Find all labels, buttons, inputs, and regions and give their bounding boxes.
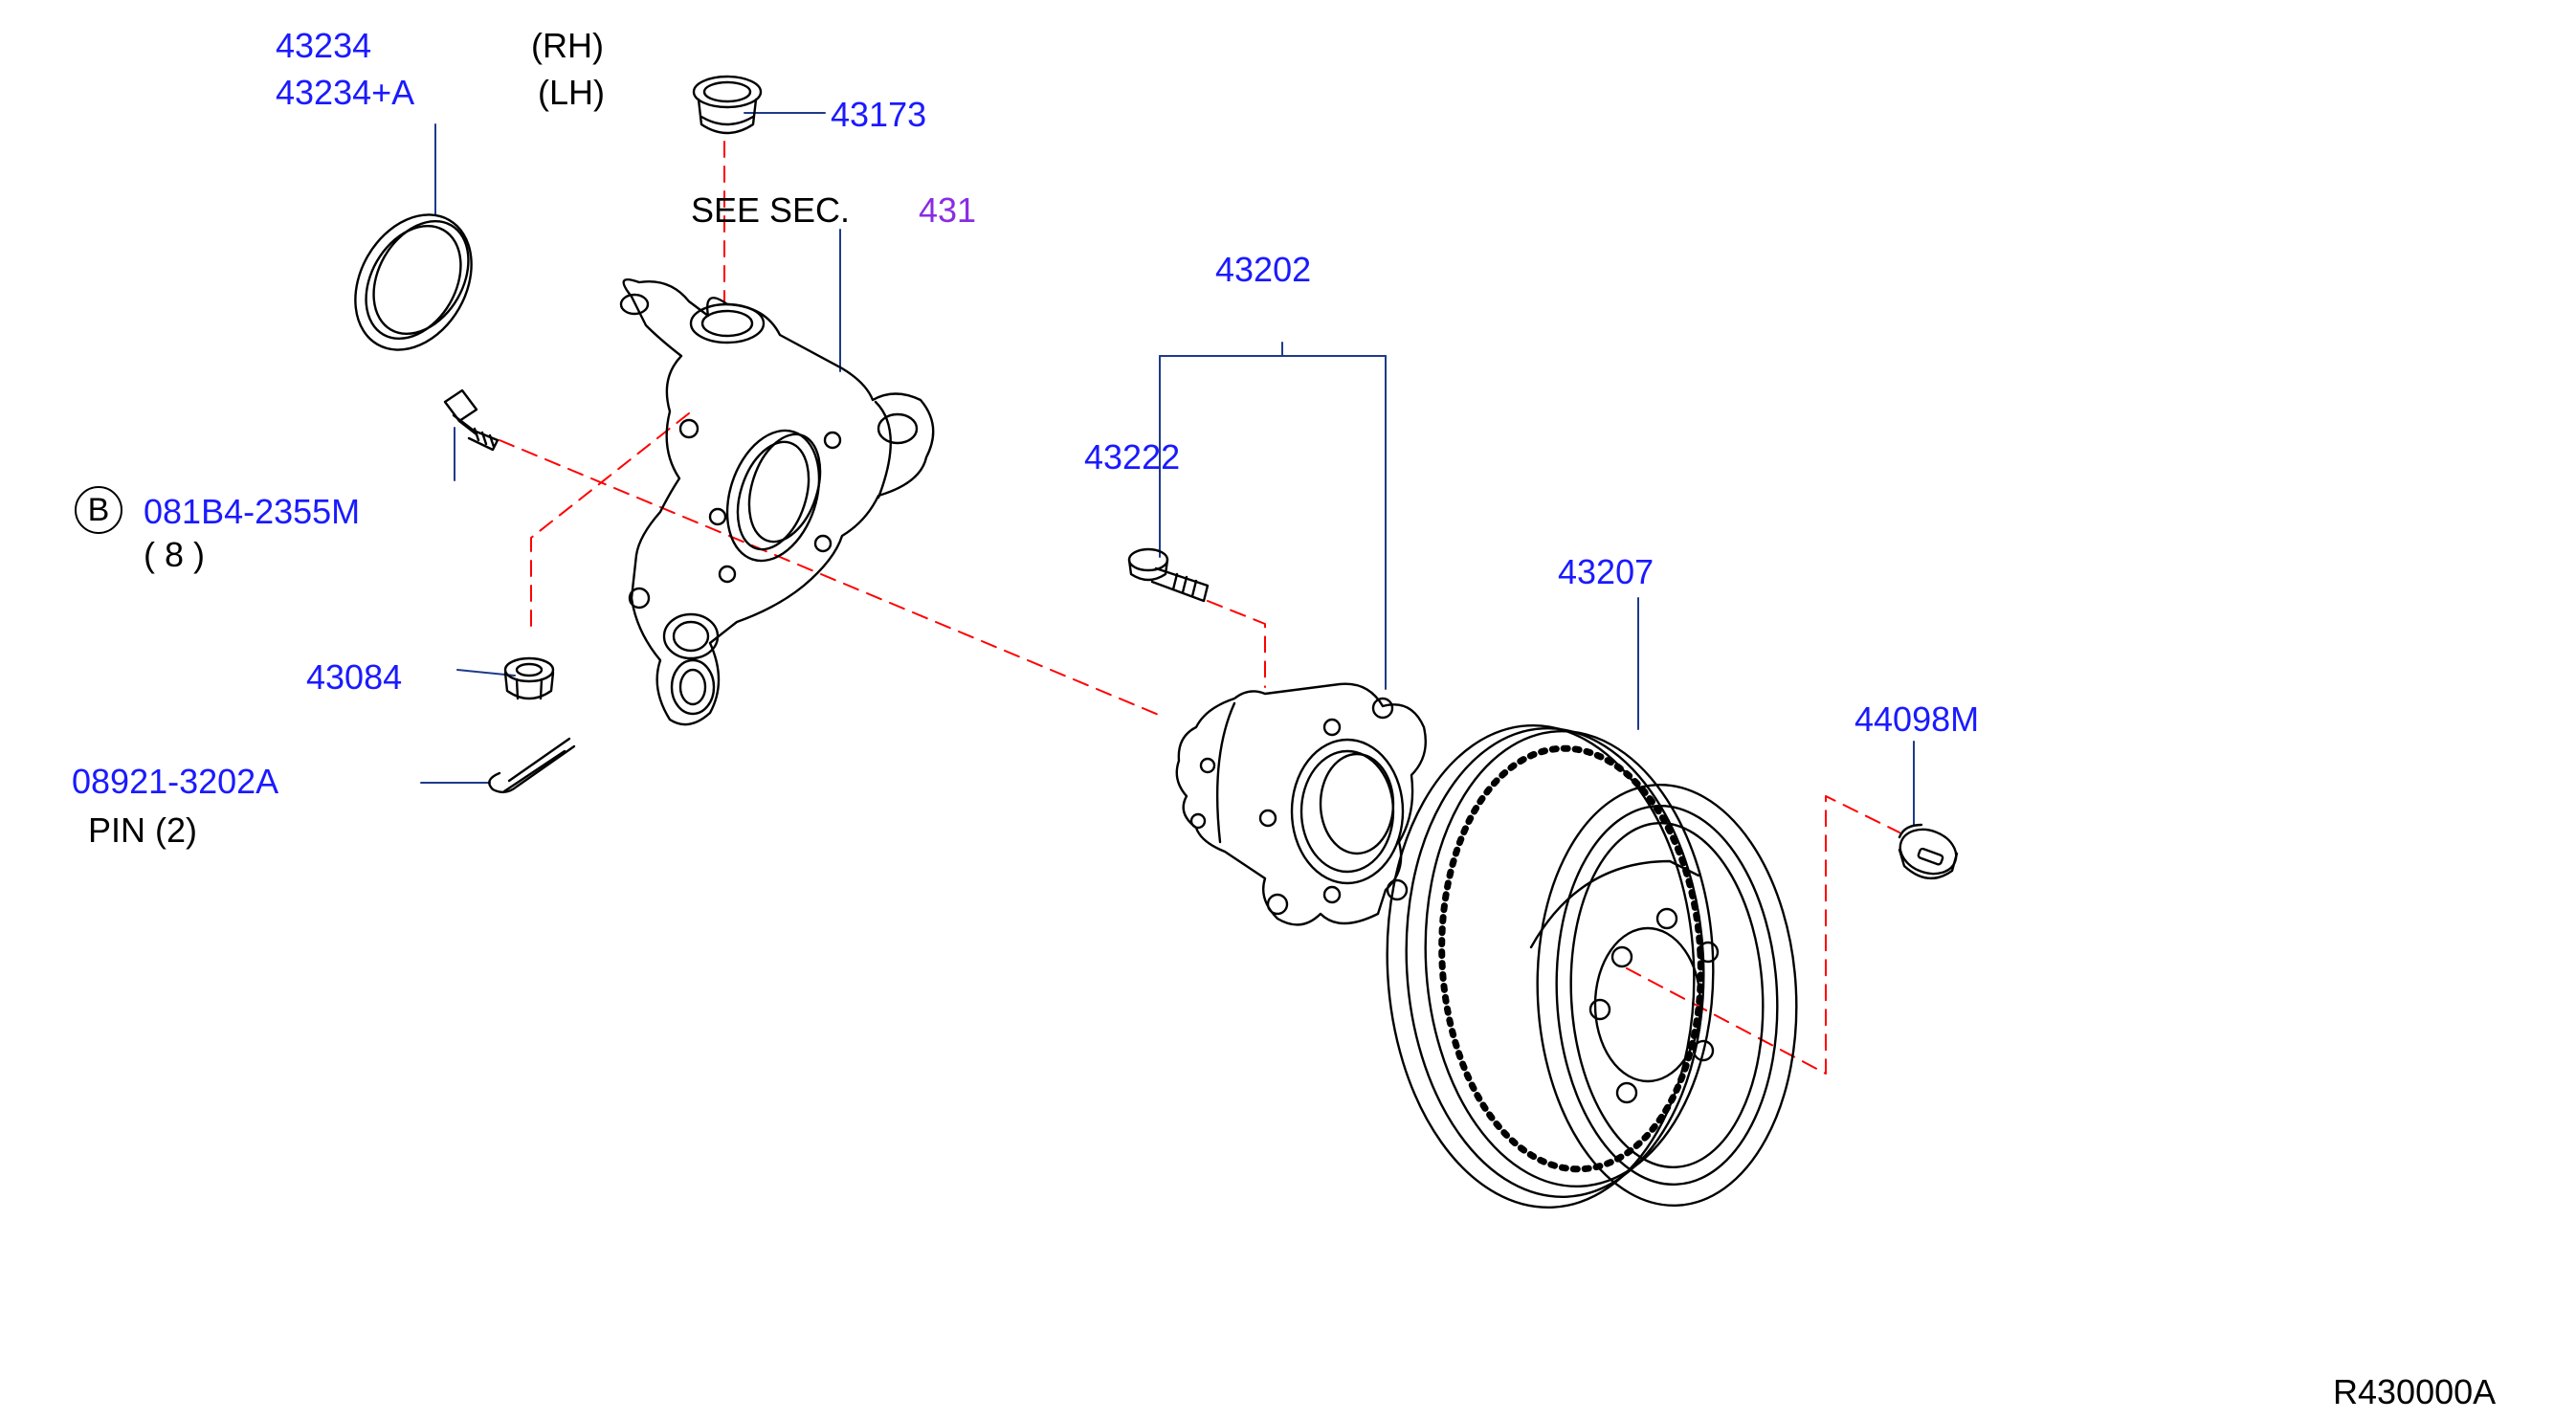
hub-bolt-drawing bbox=[1127, 547, 1210, 603]
see-section-label: SEE SEC. bbox=[691, 190, 851, 230]
part-number-43207[interactable]: 43207 bbox=[1558, 552, 1654, 591]
section-ref-link[interactable]: 431 bbox=[919, 190, 977, 230]
bushing-drawing bbox=[692, 75, 763, 135]
part-number-44098m[interactable]: 44098M bbox=[1854, 699, 1980, 739]
nut-drawing bbox=[503, 656, 555, 700]
hub-assembly-drawing bbox=[1175, 682, 1428, 926]
cotter-pin-drawing bbox=[488, 737, 576, 794]
bolt-callout-circle: B bbox=[75, 486, 122, 534]
side-label-lh: (LH) bbox=[538, 73, 605, 112]
assembly-centerlines bbox=[499, 141, 1900, 1075]
part-number-081b4-2355m[interactable]: 081B4-2355M bbox=[144, 492, 361, 531]
plug-drawing bbox=[1898, 823, 1959, 879]
leader-lines bbox=[420, 112, 1915, 826]
bolt-quantity: ( 8 ) bbox=[144, 535, 206, 574]
part-number-43173[interactable]: 43173 bbox=[831, 95, 927, 134]
brake-rotor-drawing bbox=[1386, 724, 1798, 1209]
part-number-43084[interactable]: 43084 bbox=[306, 657, 403, 697]
part-drawings bbox=[354, 75, 1959, 1209]
figure-code: R430000A bbox=[2333, 1372, 2497, 1411]
part-number-43202[interactable]: 43202 bbox=[1215, 250, 1312, 289]
part-number-43234-a[interactable]: 43234+A bbox=[276, 73, 415, 112]
knuckle-bolt-drawing bbox=[443, 388, 500, 452]
pin-quantity-label: PIN (2) bbox=[88, 810, 198, 850]
side-label-rh: (RH) bbox=[531, 26, 604, 65]
part-number-08921-3202a[interactable]: 08921-3202A bbox=[72, 762, 279, 801]
part-number-43234[interactable]: 43234 bbox=[276, 26, 372, 65]
part-number-43222[interactable]: 43222 bbox=[1084, 437, 1181, 477]
seal-ring-drawing bbox=[354, 213, 473, 351]
knuckle-drawing bbox=[619, 277, 935, 726]
